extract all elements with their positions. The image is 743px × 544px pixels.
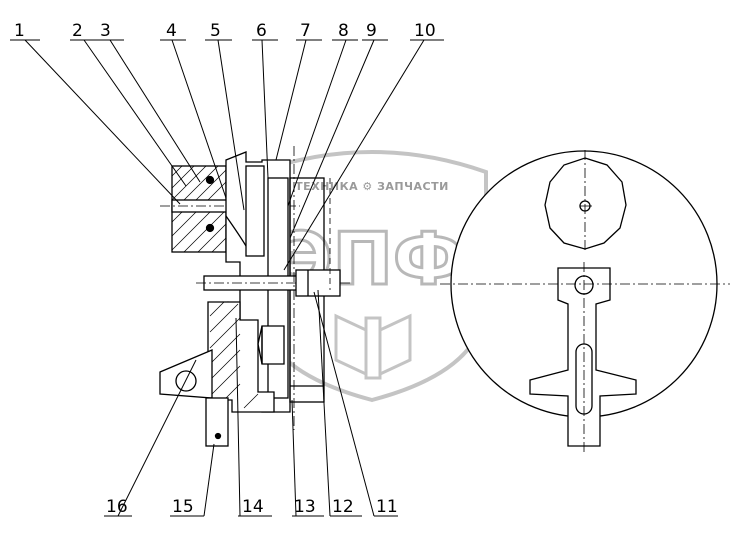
watermark-wheat-icon <box>334 313 412 380</box>
watermark-top-text: ТЕХНИКА ⚙ ЗАПЧАСТИ <box>295 180 449 193</box>
callout-6: 6 <box>256 21 267 41</box>
callout-12: 12 <box>332 497 354 517</box>
callout-3: 3 <box>100 21 111 41</box>
callout-14: 14 <box>242 497 264 517</box>
callout-16: 16 <box>106 497 128 517</box>
callout-5: 5 <box>210 21 221 41</box>
callout-15: 15 <box>172 497 194 517</box>
callout-numbers: 1 2 3 4 5 6 7 8 9 10 16 15 14 13 12 11 <box>14 21 436 517</box>
callout-2: 2 <box>72 21 83 41</box>
callout-9: 9 <box>366 21 377 41</box>
callout-7: 7 <box>300 21 311 41</box>
callout-10: 10 <box>414 21 436 41</box>
callout-8: 8 <box>338 21 349 41</box>
side-view <box>440 150 730 452</box>
callout-11: 11 <box>376 497 398 517</box>
callout-4: 4 <box>166 21 177 41</box>
callout-1: 1 <box>14 21 25 41</box>
callout-13: 13 <box>294 497 316 517</box>
leader-lines <box>10 39 444 517</box>
